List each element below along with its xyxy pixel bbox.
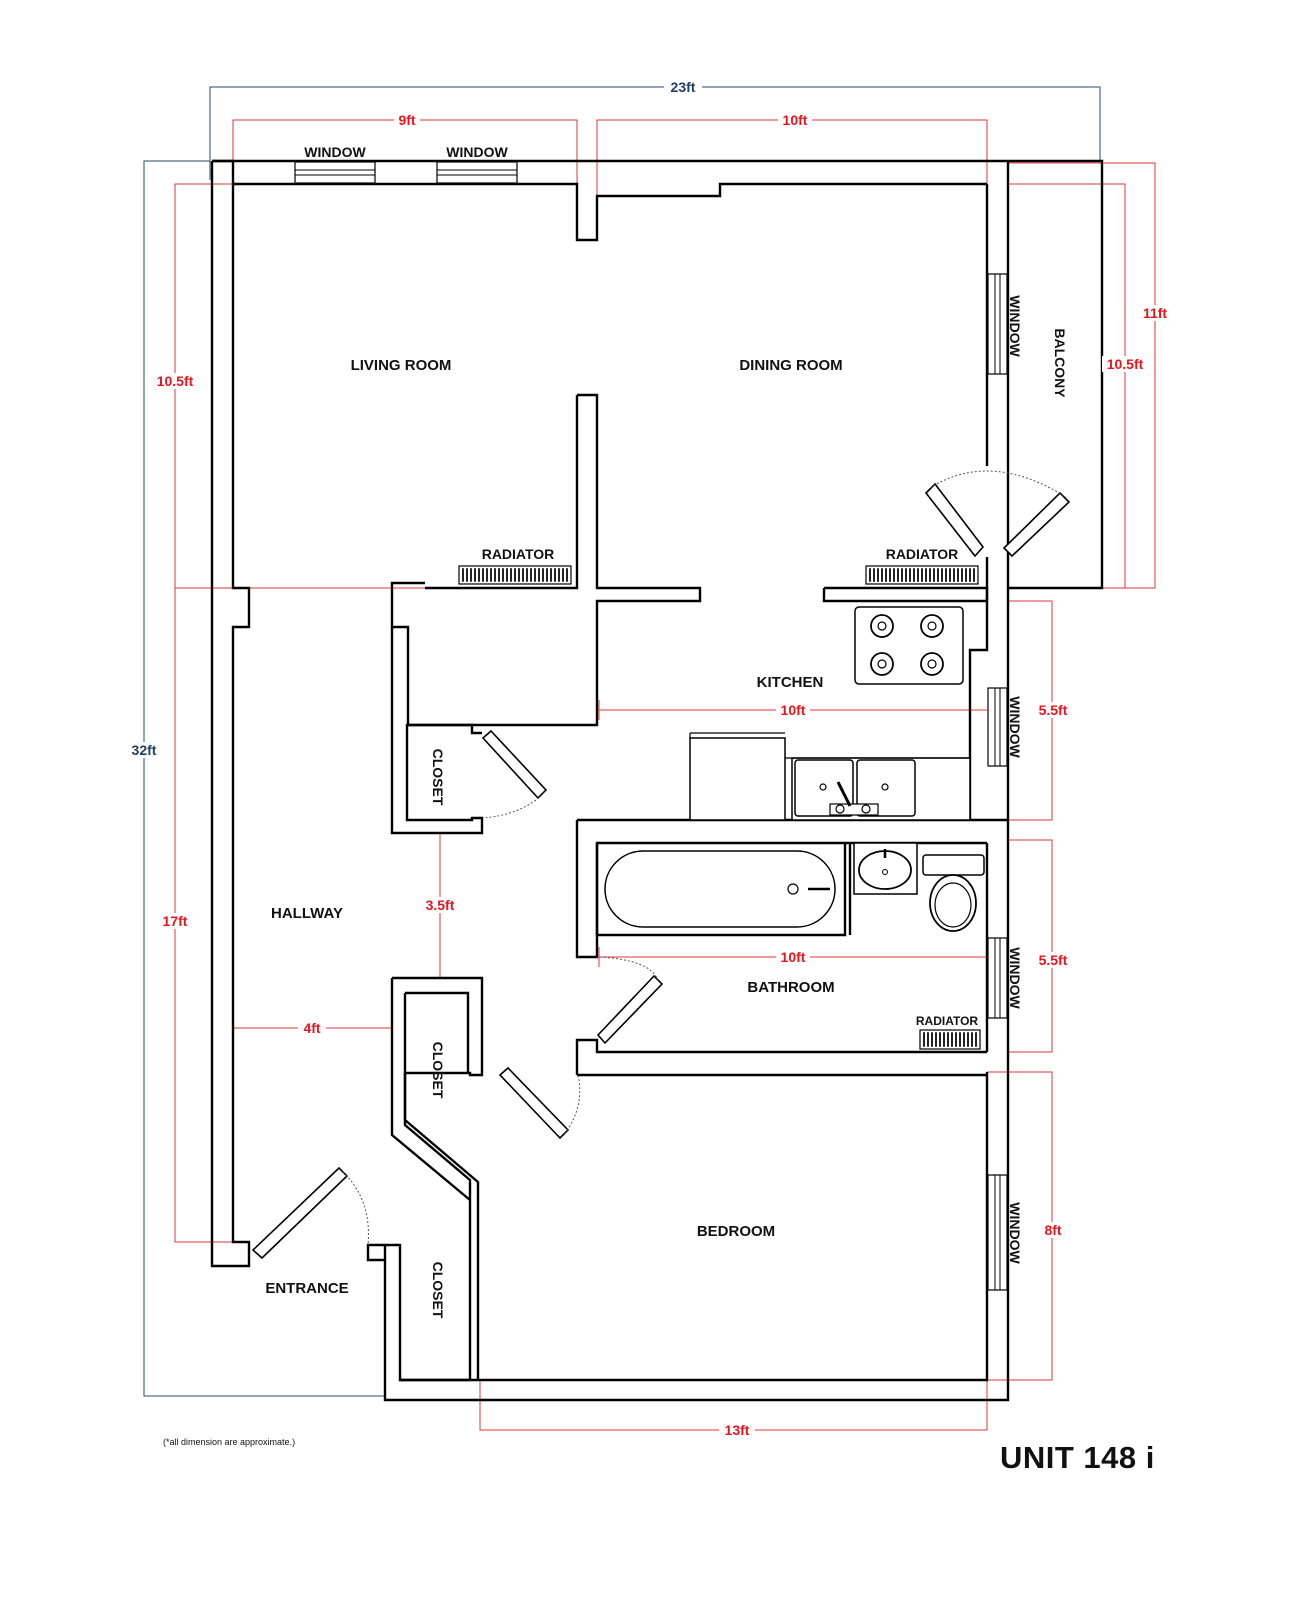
dim-hallway-width: 4ft xyxy=(303,1020,320,1036)
unit-title: UNIT 148 i xyxy=(1000,1440,1155,1475)
room-labels: LIVING ROOM DINING ROOM KITCHEN HALLWAY … xyxy=(265,144,1068,1319)
label-window-bathroom: WINDOW xyxy=(1007,947,1023,1009)
dim-kitchen-width: 10ft xyxy=(781,702,806,718)
label-window-top-2: WINDOW xyxy=(446,144,508,160)
label-balcony: BALCONY xyxy=(1052,328,1068,398)
dim-living-width: 9ft xyxy=(398,112,415,128)
kitchen-sink xyxy=(794,759,916,817)
walls xyxy=(210,159,1104,1402)
footnote: (*all dimension are approximate.) xyxy=(163,1437,296,1447)
dim-dining-length: 10.5ft xyxy=(1107,356,1144,372)
label-window-kitchen: WINDOW xyxy=(1007,696,1023,758)
label-entrance: ENTRANCE xyxy=(265,1280,348,1297)
dim-total-width: 23ft xyxy=(671,79,696,95)
label-window-top-1: WINDOW xyxy=(304,144,366,160)
label-window-dining: WINDOW xyxy=(1007,295,1023,357)
label-dining-room: DINING ROOM xyxy=(739,357,842,374)
label-radiator-living: RADIATOR xyxy=(482,546,555,562)
doors xyxy=(251,470,1071,1260)
label-hallway: HALLWAY xyxy=(271,905,343,922)
toilet xyxy=(922,854,985,932)
dim-dining-width: 10ft xyxy=(783,112,808,128)
label-window-bedroom: WINDOW xyxy=(1007,1202,1023,1264)
label-radiator-dining: RADIATOR xyxy=(886,546,959,562)
label-bathroom: BATHROOM xyxy=(747,979,834,996)
overall-dimensions xyxy=(143,86,1101,1397)
dim-bedroom-width: 13ft xyxy=(725,1422,750,1438)
label-bedroom: BEDROOM xyxy=(697,1223,775,1240)
burner-icon xyxy=(870,614,944,676)
label-closet-2: CLOSET xyxy=(430,1042,446,1099)
bathroom-sink xyxy=(853,842,918,895)
label-closet-3: CLOSET xyxy=(430,1262,446,1319)
label-living-room: LIVING ROOM xyxy=(351,357,452,374)
label-closet-1: CLOSET xyxy=(430,749,446,806)
dim-balcony-length: 11ft xyxy=(1143,305,1167,321)
dim-bedroom-length: 8ft xyxy=(1044,1222,1061,1238)
dim-hallway-length: 17ft xyxy=(163,913,188,929)
dim-closet-gap: 3.5ft xyxy=(426,897,455,913)
label-radiator-bathroom: RADIATOR xyxy=(916,1014,979,1028)
dim-bathroom-width: 10ft xyxy=(781,949,806,965)
dim-bathroom-length: 5.5ft xyxy=(1039,952,1068,968)
bathtub xyxy=(604,850,836,928)
dim-total-length: 32ft xyxy=(132,742,157,758)
label-kitchen: KITCHEN xyxy=(757,674,824,691)
radiators xyxy=(458,565,981,1050)
dim-kitchen-length: 5.5ft xyxy=(1039,702,1068,718)
dim-living-length: 10.5ft xyxy=(157,373,194,389)
windows xyxy=(294,161,1008,1291)
dimension-labels: 23ft 32ft 9ft 10ft 10.5ft 17ft 11ft 10.5… xyxy=(126,79,1173,1438)
stove xyxy=(854,606,964,685)
